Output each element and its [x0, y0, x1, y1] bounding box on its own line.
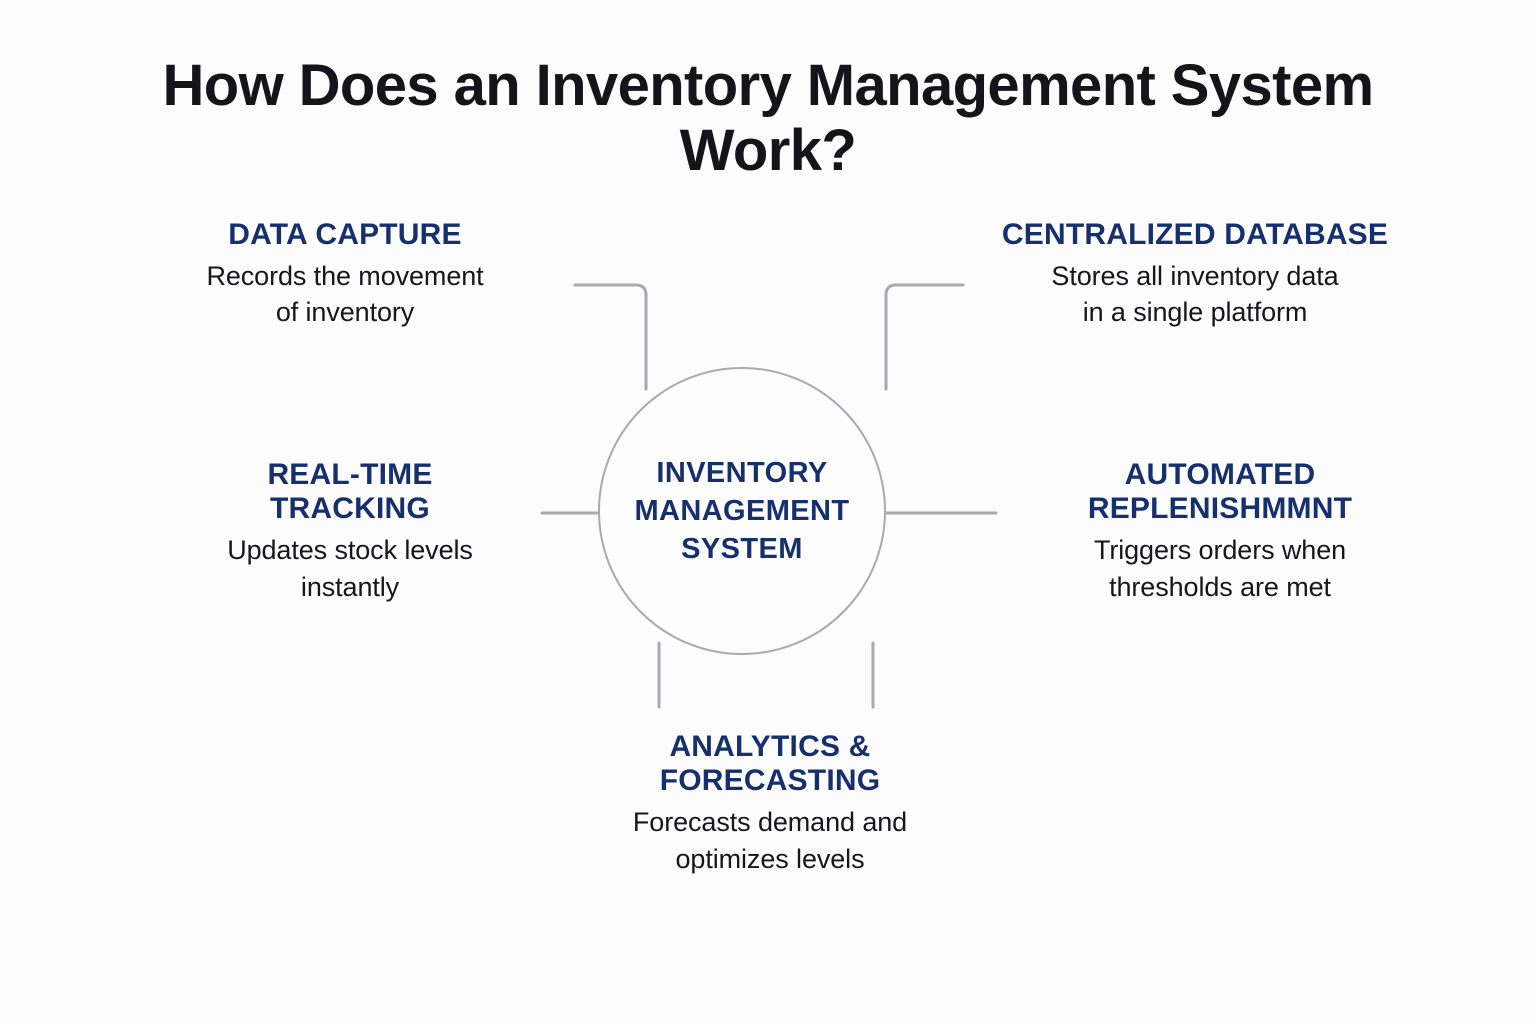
node-real-time-tracking[interactable]: REAL-TIME TRACKING Updates stock levels … [150, 458, 550, 605]
center-hub-label: INVENTORY MANAGEMENT SYSTEM [634, 456, 850, 566]
node-automated-replenishment-title: AUTOMATED REPLENISHMMNT [1087, 458, 1353, 526]
node-analytics-forecasting-desc: Forecasts demand and optimizes levels [632, 807, 908, 874]
node-real-time-tracking-title: REAL-TIME TRACKING [267, 458, 433, 526]
center-hub: INVENTORY MANAGEMENT SYSTEM [598, 367, 886, 655]
node-centralized-database-title: CENTRALIZED DATABASE [1001, 218, 1389, 251]
connector-top-left [573, 283, 648, 391]
node-real-time-tracking-desc: Updates stock levels instantly [227, 535, 473, 602]
node-data-capture[interactable]: DATA CAPTURE Records the movement of inv… [130, 218, 560, 331]
node-automated-replenishment-desc: Triggers orders when thresholds are met [1093, 535, 1347, 602]
node-centralized-database[interactable]: CENTRALIZED DATABASE Stores all inventor… [970, 218, 1420, 331]
node-analytics-forecasting[interactable]: ANALYTICS & FORECASTING Forecasts demand… [560, 730, 980, 877]
node-analytics-forecasting-title: ANALYTICS & FORECASTING [659, 730, 881, 798]
node-automated-replenishment[interactable]: AUTOMATED REPLENISHMMNT Triggers orders … [1010, 458, 1430, 605]
connector-top-right [884, 283, 965, 391]
node-centralized-database-desc: Stores all inventory data in a single pl… [1051, 261, 1339, 328]
node-data-capture-title: DATA CAPTURE [228, 218, 462, 251]
page-title: How Does an Inventory Management System … [162, 53, 1374, 183]
node-data-capture-desc: Records the movement of inventory [206, 261, 484, 328]
